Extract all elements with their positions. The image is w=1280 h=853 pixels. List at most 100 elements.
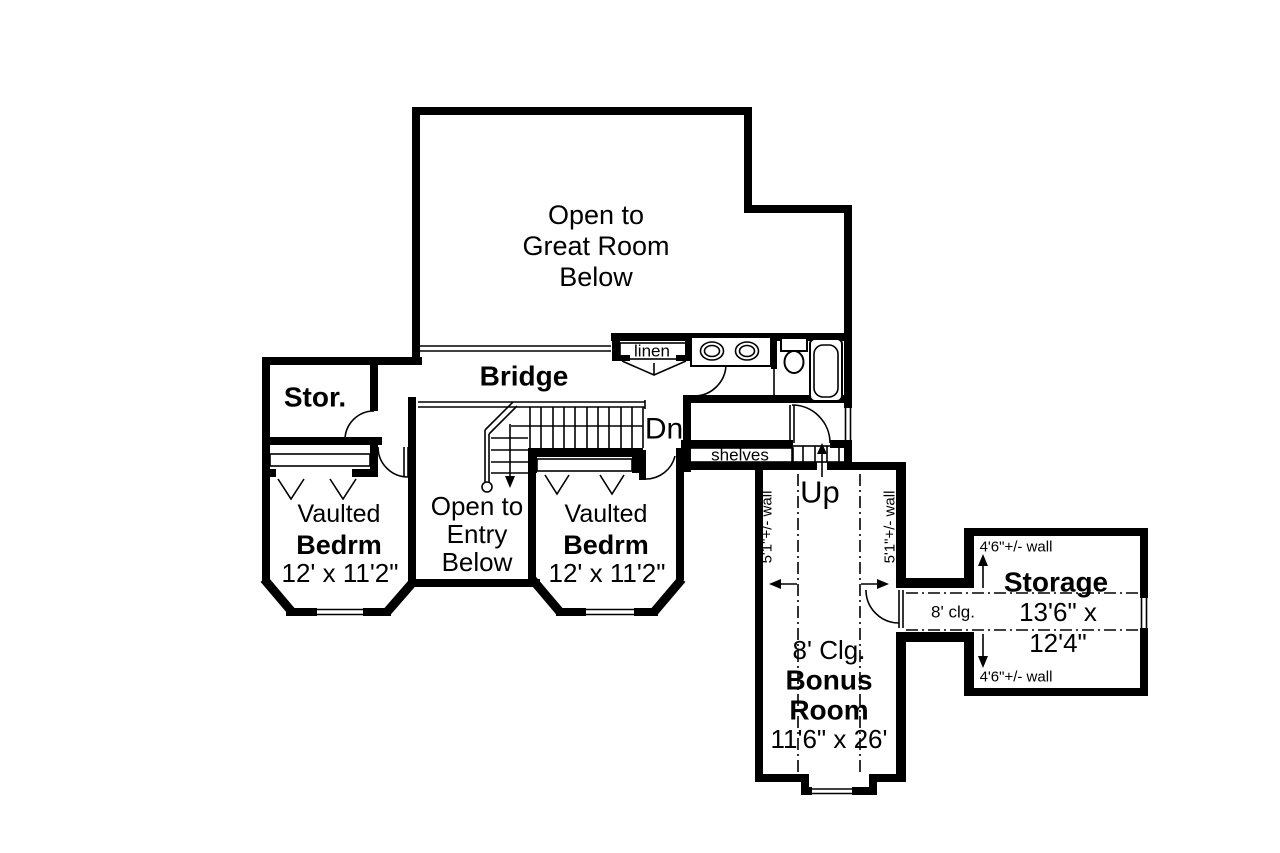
bonus-window: [812, 788, 852, 795]
bedroom2-closet: [536, 458, 633, 496]
wall-segment: [755, 462, 763, 782]
wall-segment: [612, 341, 620, 361]
great-room-label-2: Great Room: [522, 231, 669, 261]
wall-segment: [852, 787, 877, 795]
hanger-mark: [277, 478, 305, 501]
bay-wall: [650, 576, 686, 615]
open-entry-label-2: Entry: [447, 519, 508, 549]
wall-segment: [1140, 528, 1148, 598]
wall-segment: [286, 608, 317, 616]
shelves-closet: [688, 447, 794, 463]
closet-shelf: [536, 458, 633, 472]
stair-treads: [802, 446, 840, 462]
open-entry-label-1: Open to: [431, 491, 524, 521]
stor-label: Stor.: [284, 382, 346, 413]
newel-post: [481, 481, 493, 493]
wall-segment: [964, 688, 1148, 696]
hanger-mark: [544, 474, 570, 496]
bedroom1-door: [377, 446, 409, 478]
bonus-knee-wall-right-label: 5'1"+/- wall: [882, 491, 899, 564]
wall-segment: [412, 107, 420, 361]
sink-left: [699, 341, 725, 361]
bedroom2-dims: 12' x 11'2": [549, 558, 666, 588]
bonus-staircase: [791, 443, 851, 477]
wall-segment: [801, 787, 812, 795]
wall-segment: [676, 448, 684, 580]
hall-window: [844, 408, 852, 442]
bedroom1-label-2: Bedrm: [296, 530, 382, 560]
storage-window: [1140, 598, 1148, 628]
wall-segment: [528, 457, 537, 473]
wall-segment: [964, 642, 974, 696]
closet-shelf: [269, 453, 371, 467]
bay-wall: [383, 578, 418, 615]
closets: [269, 342, 794, 501]
wall-segment: [755, 774, 809, 782]
bay-wall: [260, 576, 296, 615]
wall-segment: [771, 333, 777, 369]
bonus-width-arrow-right: [861, 579, 889, 589]
bedroom2-door-leaf: [639, 450, 646, 480]
great-room-label-1: Open to: [548, 200, 644, 230]
wall-segment: [896, 632, 906, 782]
wall-segment: [1140, 628, 1148, 696]
wall-segment: [528, 448, 536, 580]
bathtub: [809, 338, 843, 402]
dn-label: Dn: [645, 413, 683, 446]
hanger-mark: [599, 474, 625, 496]
bonus-name-1: Bonus: [785, 665, 872, 696]
up-label: Up: [800, 475, 840, 510]
wall-segment: [408, 579, 540, 587]
storage-arrow-down: [978, 634, 988, 668]
storage-knee-wall-bottom-label: 4'6"+/- wall: [980, 669, 1053, 686]
bay1-window: [317, 608, 363, 616]
stair-winder: [481, 401, 528, 493]
shelves-label: shelves: [711, 446, 769, 465]
wall-segment: [801, 776, 809, 792]
storage-dims-2: 12'4": [1029, 628, 1087, 658]
bedroom2-label-1: Vaulted: [565, 500, 648, 528]
wall-segment: [352, 469, 378, 477]
shelf-outline: [688, 447, 794, 463]
main-staircase: [481, 401, 644, 493]
wall-segment: [744, 205, 852, 213]
wall-segment: [830, 440, 852, 448]
storage-dims-1: 13'6" x: [1019, 597, 1097, 627]
bay2-window: [586, 608, 634, 616]
bay-window-walls: [260, 576, 686, 615]
passage-ceiling-label: 8' clg.: [931, 603, 975, 622]
wall-segment: [964, 528, 974, 578]
bonus-dims: 11'6" x 26': [771, 724, 888, 754]
bedroom1-dims: 12' x 11'2": [282, 558, 399, 588]
bathroom-fixtures: [690, 336, 843, 402]
stair-down-arrow: [505, 424, 515, 488]
wall-segment: [556, 608, 586, 616]
wall-segment: [262, 469, 276, 477]
wall-segment: [634, 608, 658, 616]
wall-segment: [869, 776, 877, 792]
hanger-mark: [329, 478, 357, 501]
wall-segment: [262, 437, 382, 445]
bedroom2-door: [645, 455, 676, 480]
toilet: [780, 337, 808, 374]
wall-segment: [681, 462, 817, 470]
bonus-passage-door: [865, 589, 904, 628]
wall-segment: [898, 578, 974, 588]
stor-door: [344, 410, 375, 441]
bedroom1-closet: [269, 453, 371, 501]
bonus-hall-door: [789, 404, 831, 444]
wall-segment: [683, 395, 852, 403]
wall-segment: [683, 403, 691, 472]
wall-segment: [844, 442, 852, 470]
wall-segment: [964, 528, 1148, 536]
bay-wall: [528, 576, 564, 615]
storage-arrow-up: [978, 554, 988, 588]
bonus-width-arrow-left: [769, 579, 797, 589]
bridge-label: Bridge: [480, 361, 569, 392]
wall-segment: [412, 107, 752, 115]
wall-segment: [744, 107, 752, 213]
wall-segment: [681, 440, 793, 448]
wall-segment: [370, 445, 378, 477]
great-room-label-3: Below: [559, 262, 633, 292]
